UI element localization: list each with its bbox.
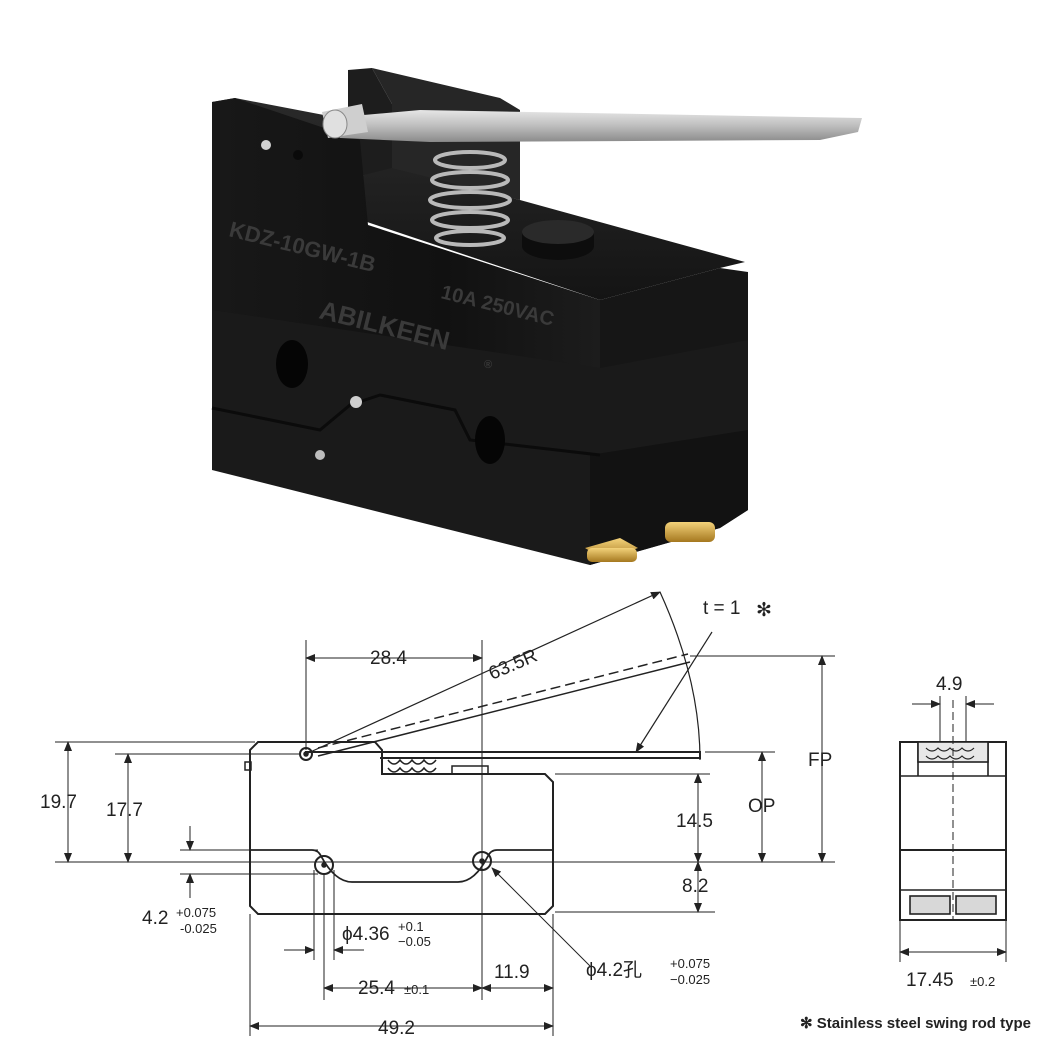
front-view-drawing xyxy=(244,591,713,915)
label-thickness: t = 1 xyxy=(703,598,741,619)
footnote: ✻ Stainless steel swing rod type xyxy=(800,1014,1050,1032)
label-28-4: 28.4 xyxy=(370,648,407,669)
label-14-5: 14.5 xyxy=(676,811,713,832)
label-25-4: 25.4 xyxy=(358,978,395,999)
dimension-labels: 28.4 63.5R t = 1 ✻ 19.7 17.7 FP OP 14.5 … xyxy=(40,598,832,1039)
label-8-2: 8.2 xyxy=(682,876,708,897)
thickness-mark: ✻ xyxy=(756,600,772,621)
label-11-9: 11.9 xyxy=(494,962,530,983)
registered-mark: ® xyxy=(484,359,492,371)
label-op: OP xyxy=(748,796,775,817)
label-hole-dia-tol-minus: −0.05 xyxy=(398,934,431,949)
label-4-2-tol-plus: +0.075 xyxy=(176,905,216,920)
dimension-lines xyxy=(55,640,835,1036)
label-25-4-tol: ±0.1 xyxy=(404,982,429,997)
label-63-5r: 63.5R xyxy=(486,645,541,684)
label-4-2-tol-minus: -0.025 xyxy=(180,921,217,936)
footnote-text: Stainless steel swing rod type xyxy=(816,1015,1031,1032)
micro-switch-photo: KDZ-10GW-1B ABILKEEN ® 10A 250VAC xyxy=(211,68,862,565)
label-fp: FP xyxy=(808,750,832,771)
label-17-7: 17.7 xyxy=(106,800,143,821)
label-hole-dia: ϕ4.36 xyxy=(342,924,390,945)
label-hole-dia-tol-plus: +0.1 xyxy=(398,919,424,934)
side-view-drawing xyxy=(899,696,1007,962)
label-side-17-45-tol: ±0.2 xyxy=(970,974,995,989)
label-19-7: 19.7 xyxy=(40,792,77,813)
label-pin-hole: ϕ4.2孔 xyxy=(586,959,642,981)
label-49-2: 49.2 xyxy=(378,1018,415,1039)
label-4-2: 4.2 xyxy=(142,908,168,929)
label-side-4-9: 4.9 xyxy=(936,674,962,695)
label-pin-hole-tol-plus: +0.075 xyxy=(670,956,710,971)
label-side-17-45: 17.45 xyxy=(906,970,954,991)
label-pin-hole-tol-minus: −0.025 xyxy=(670,972,710,987)
footnote-mark: ✻ xyxy=(800,1015,813,1032)
